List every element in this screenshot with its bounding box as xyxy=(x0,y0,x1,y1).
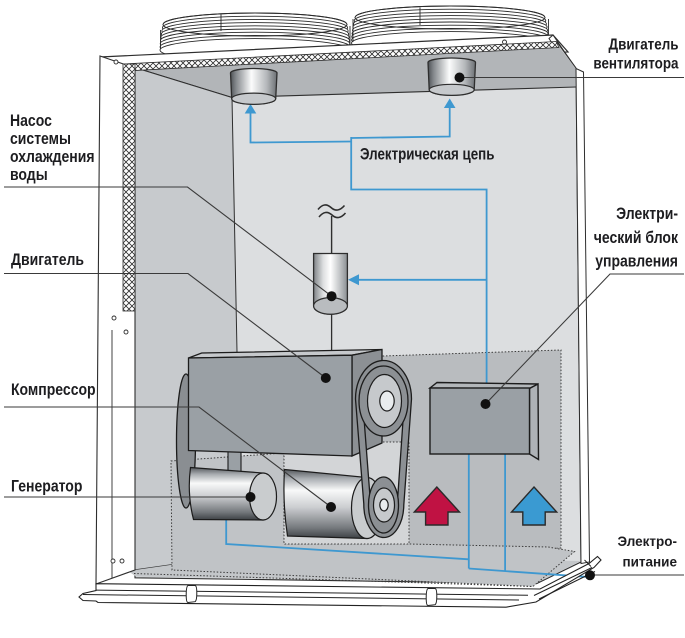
svg-text:Генератор: Генератор xyxy=(11,477,82,495)
svg-text:вентилятора: вентилятора xyxy=(593,56,679,73)
svg-text:питание: питание xyxy=(622,555,677,570)
svg-text:Электри-: Электри- xyxy=(616,205,678,223)
svg-text:Двигатель: Двигатель xyxy=(609,37,679,54)
svg-text:Электро-: Электро- xyxy=(617,534,677,549)
svg-text:Компрессор: Компрессор xyxy=(11,381,96,399)
svg-text:Двигатель: Двигатель xyxy=(11,251,84,269)
svg-text:ческий блок: ческий блок xyxy=(594,229,679,247)
svg-text:системы: системы xyxy=(10,130,71,148)
svg-text:охлаждения: охлаждения xyxy=(10,148,95,166)
svg-text:Электрическая цепь: Электрическая цепь xyxy=(360,145,494,164)
svg-text:управления: управления xyxy=(595,252,678,270)
svg-text:воды: воды xyxy=(10,166,48,184)
svg-text:Насос: Насос xyxy=(10,112,52,130)
